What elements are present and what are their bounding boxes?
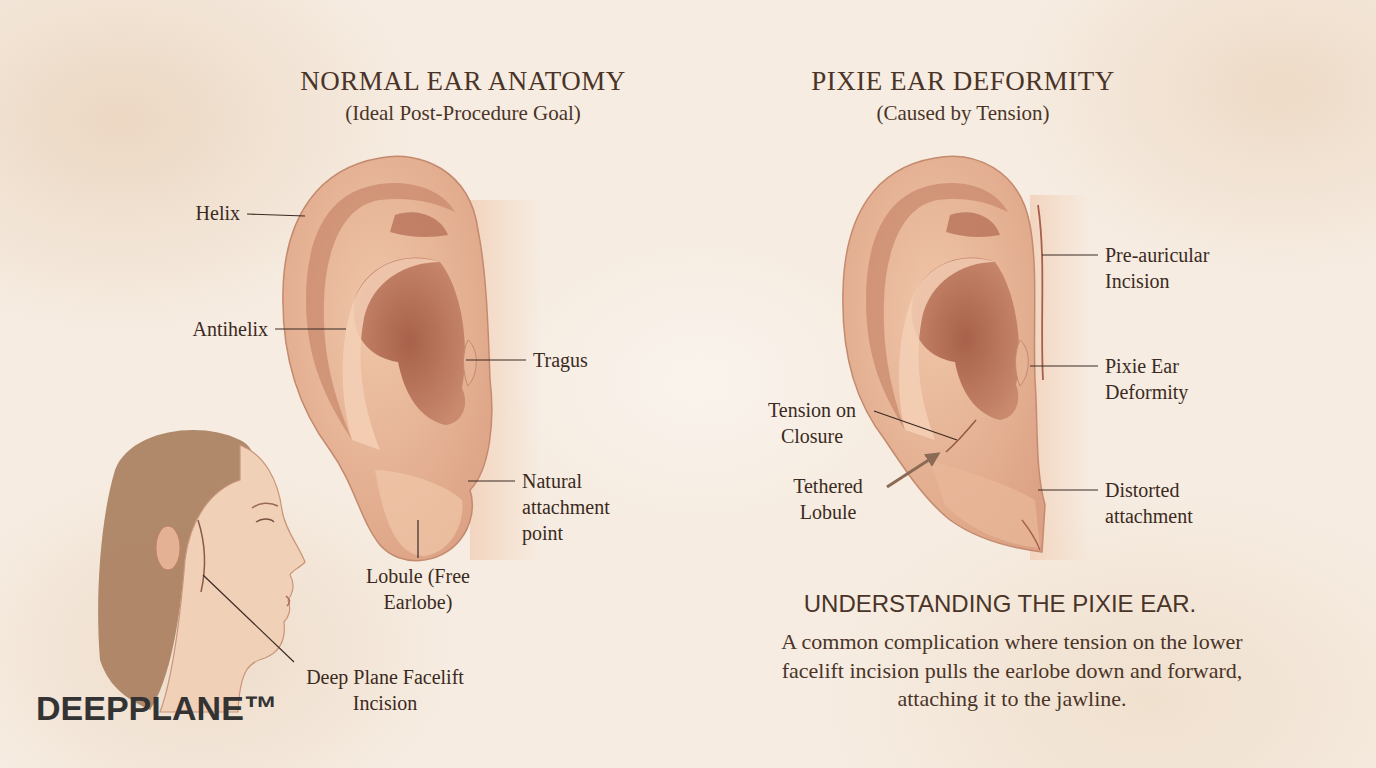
triangular-fossa: [946, 212, 1000, 237]
part-label: Lobule (Free Earlobe): [338, 563, 498, 615]
part-label: Tragus: [533, 347, 643, 373]
leader-line: [203, 575, 294, 662]
part-label: Tension on Closure: [752, 397, 872, 449]
panel-heading: PIXIE EAR DEFORMITY: [663, 64, 1263, 99]
triangular-fossa: [390, 212, 448, 237]
tragus: [464, 340, 477, 386]
leader-line: [275, 328, 346, 329]
eye: [256, 519, 274, 522]
antihelix: [343, 258, 440, 450]
leader-line: [874, 411, 957, 440]
leader-line: [1038, 489, 1098, 490]
distorted-attachment: [1022, 520, 1040, 550]
ear-outline: [283, 156, 492, 560]
small-ear: [156, 526, 180, 570]
brand-logo: DEEPPLANE™: [36, 686, 356, 730]
part-label: Natural attachment point: [522, 468, 652, 546]
part-label: Distorted attachment: [1105, 477, 1255, 529]
part-label: Helix: [140, 200, 240, 226]
panel-subheading: (Ideal Post-Procedure Goal): [213, 100, 713, 127]
pixie-ear: [843, 156, 1090, 560]
explanation-heading: UNDERSTANDING THE PIXIE EAR.: [740, 588, 1260, 619]
part-label: Pixie Ear Deformity: [1105, 353, 1255, 405]
panel-heading: NORMAL EAR ANATOMY: [163, 64, 763, 99]
leader-line: [1030, 365, 1098, 366]
lobule: [375, 470, 462, 556]
profile-figure: [98, 430, 305, 712]
explanation-body: A common complication where tension on t…: [752, 628, 1272, 714]
leader-line: [1042, 254, 1098, 255]
leader-line: [247, 214, 305, 216]
pointer-arrow: [887, 454, 938, 487]
tethered-lobule: [930, 460, 1040, 548]
brow: [252, 503, 278, 508]
part-label: Pre-auricular Incision: [1105, 242, 1255, 294]
lips: [286, 596, 290, 606]
leader-line: [468, 480, 515, 481]
normal-ear: [283, 156, 540, 560]
preauricular-incision: [1038, 205, 1043, 380]
part-label: Antihelix: [110, 316, 268, 342]
antihelix: [899, 258, 995, 440]
facelift-incision: [198, 520, 204, 592]
panel-subheading: (Caused by Tension): [713, 100, 1213, 127]
face: [160, 445, 305, 712]
ear-outline: [843, 156, 1045, 552]
leader-line: [466, 359, 526, 360]
part-label: Deep Plane Facelift Incision: [300, 664, 470, 716]
tension-crease: [946, 420, 976, 452]
leader-line: [417, 520, 418, 558]
tragus: [1016, 340, 1029, 386]
part-label: Tethered Lobule: [772, 473, 884, 525]
